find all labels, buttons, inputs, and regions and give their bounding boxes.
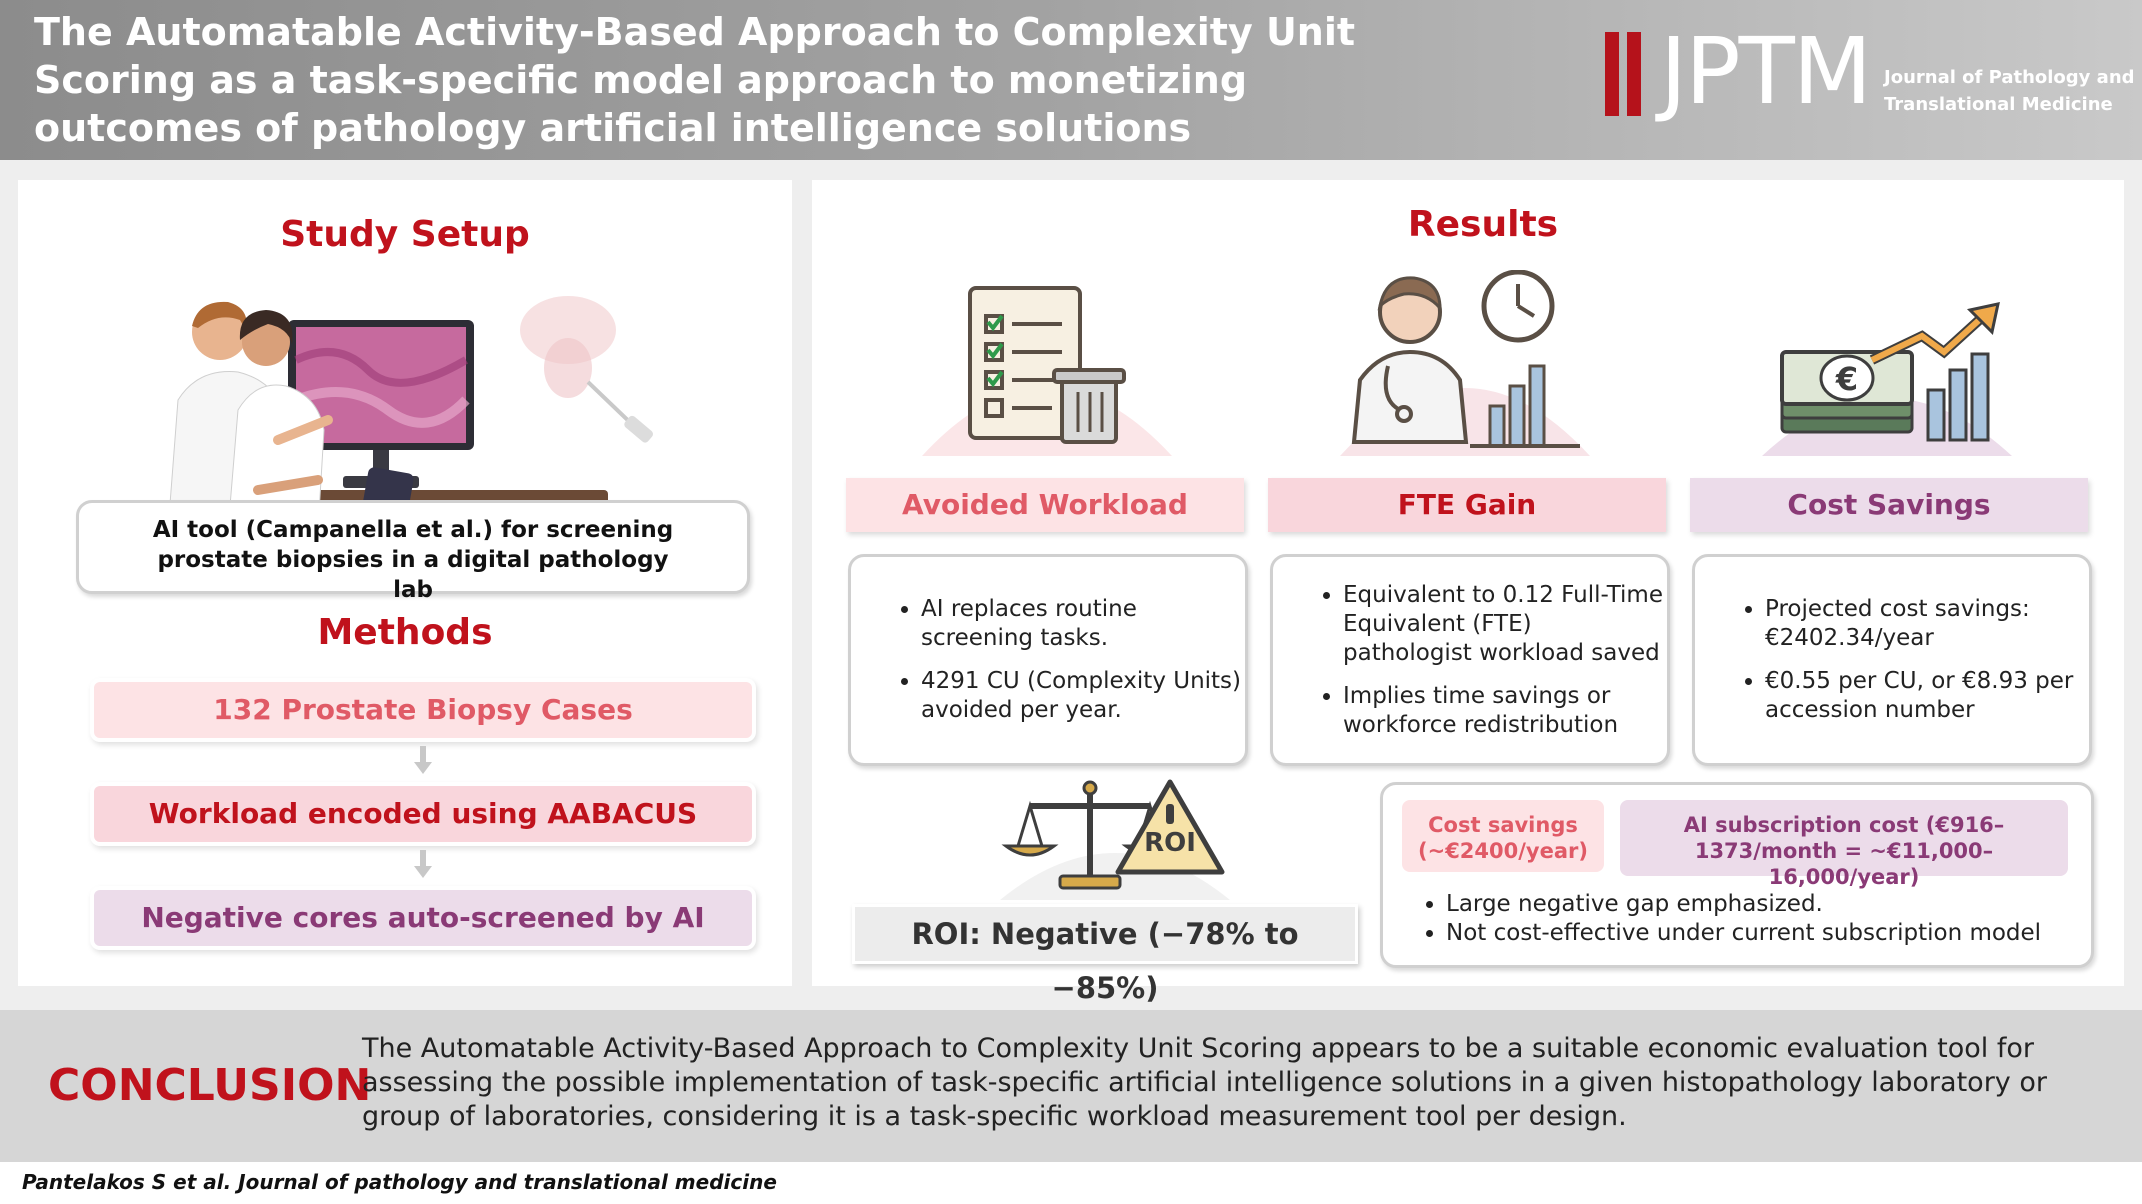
conclusion-label: CONCLUSION — [48, 1060, 372, 1111]
logo-sub-line-2: Translational Medicine — [1884, 94, 2113, 115]
result-heading-fte-gain: FTE Gain — [1268, 478, 1666, 532]
roi-result-label: ROI: Negative (−78% to −85%) — [911, 917, 1299, 1005]
result-card-cost-savings: Projected cost savings: €2402.34/year €0… — [1692, 554, 2092, 766]
result-heading-cost-savings: Cost Savings — [1690, 478, 2088, 532]
cost-savings-bullet-2: €0.55 per CU, or €8.93 per accession num… — [1765, 667, 2089, 725]
method-step-2: Workload encoded using AABACUS — [94, 786, 752, 842]
fte-gain-bullet-1: Equivalent to 0.12 Full-Time Equivalent … — [1343, 581, 1667, 668]
study-setup-title: Study Setup — [280, 214, 530, 255]
citation-footer: Pantelakos S et al. Journal of pathology… — [22, 1170, 777, 1194]
comparison-bullet-2: Not cost-effective under current subscri… — [1446, 919, 2041, 948]
roi-icon-label: ROI — [1144, 828, 1196, 858]
study-panel: Study Setup AI AI tool (Campanella et al… — [18, 180, 792, 986]
header-banner: The Automatable Activity-Based Approach … — [0, 0, 2142, 160]
jptm-logo-subtitle: Journal of Pathology and Translational M… — [1884, 64, 2135, 118]
conclusion-text: The Automatable Activity-Based Approach … — [362, 1033, 2047, 1132]
roi-result-box: ROI: Negative (−78% to −85%) — [852, 904, 1358, 1005]
cost-comparison-bullets: Large negative gap emphasized. Not cost-… — [1410, 890, 2041, 948]
result-card-avoided-workload: AI replaces routine screening tasks. 429… — [848, 554, 1248, 766]
scale-warning-icon — [1000, 779, 1230, 900]
method-step-3: Negative cores auto-screened by AI — [94, 890, 752, 946]
avoided-workload-bullet-2: 4291 CU (Complexity Units) avoided per y… — [921, 667, 1245, 725]
comparison-bullet-1: Large negative gap emphasized. — [1446, 890, 2041, 919]
results-title: Results — [1407, 204, 1559, 245]
method-step-1: 132 Prostate Biopsy Cases — [94, 682, 752, 738]
study-setup-description-box: AI tool (Campanella et al.) for screenin… — [76, 500, 750, 603]
fte-gain-bullet-2: Implies time savings or workforce redist… — [1343, 682, 1667, 740]
conclusion-band — [0, 1010, 2142, 1162]
cost-savings-tag: Cost savings (~€2400/year) — [1402, 800, 1604, 872]
result-card-fte-gain: Equivalent to 0.12 Full-Time Equivalent … — [1270, 554, 1670, 766]
study-setup-description: AI tool (Campanella et al.) for screenin… — [152, 517, 674, 603]
money-growth-icon — [1762, 302, 2012, 456]
cost-savings-bullet-1: Projected cost savings: €2402.34/year — [1765, 595, 2089, 653]
avoided-workload-bullet-1: AI replaces routine screening tasks. — [921, 595, 1245, 653]
logo-sub-line-1: Journal of Pathology and — [1884, 67, 2135, 88]
methods-title: Methods — [317, 612, 493, 653]
doctor-clock-icon — [1340, 270, 1590, 456]
page-title: The Automatable Activity-Based Approach … — [34, 10, 1356, 150]
euro-symbol: € — [1835, 360, 1859, 398]
result-heading-avoided-workload: Avoided Workload — [846, 478, 1244, 532]
checklist-trash-icon — [922, 286, 1172, 456]
ai-subscription-cost-tag: AI subscription cost (€916–1373/month = … — [1620, 800, 2068, 889]
pathologists-monitor-illustration — [168, 296, 653, 530]
jptm-logo: JPTM — [1660, 18, 1872, 125]
